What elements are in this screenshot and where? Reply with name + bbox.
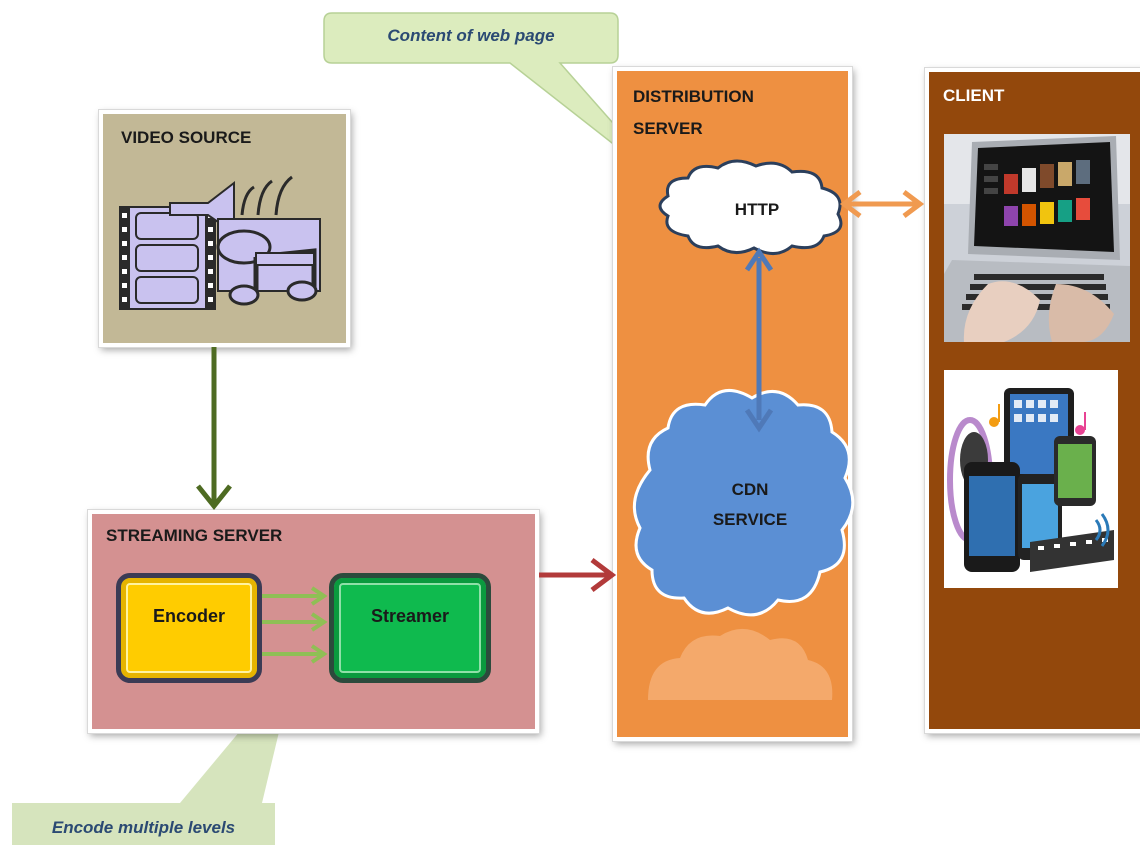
client-title: CLIENT	[943, 86, 1005, 105]
cdn-cloud-reflection	[648, 628, 833, 700]
video-source-title: VIDEO SOURCE	[121, 128, 252, 147]
cdn-cloud	[632, 389, 855, 617]
http-label: HTTP	[734, 200, 780, 219]
cdn-service-label-line2: SERVICE	[712, 510, 788, 529]
cdn-service-label-line1: CDN	[731, 480, 769, 499]
http-cloud	[658, 159, 843, 255]
encoder-module: Encoder	[116, 573, 262, 683]
multimedia-film-music-icon	[119, 175, 321, 310]
distribution-server-title-line2: SERVER	[633, 119, 703, 138]
distribution-server-title-line1: DISTRIBUTION	[633, 87, 754, 106]
laptop-photo	[944, 134, 1130, 342]
encoder-streamer-arrows	[262, 586, 328, 664]
streamer-module: Streamer	[329, 573, 491, 683]
streaming-server-title: STREAMING SERVER	[106, 526, 283, 545]
callout-content-of-web-page: Content of web page	[387, 26, 555, 45]
callout-encode-multiple-levels: Encode multiple levels	[51, 818, 236, 837]
mobile-devices-photo	[944, 370, 1118, 588]
